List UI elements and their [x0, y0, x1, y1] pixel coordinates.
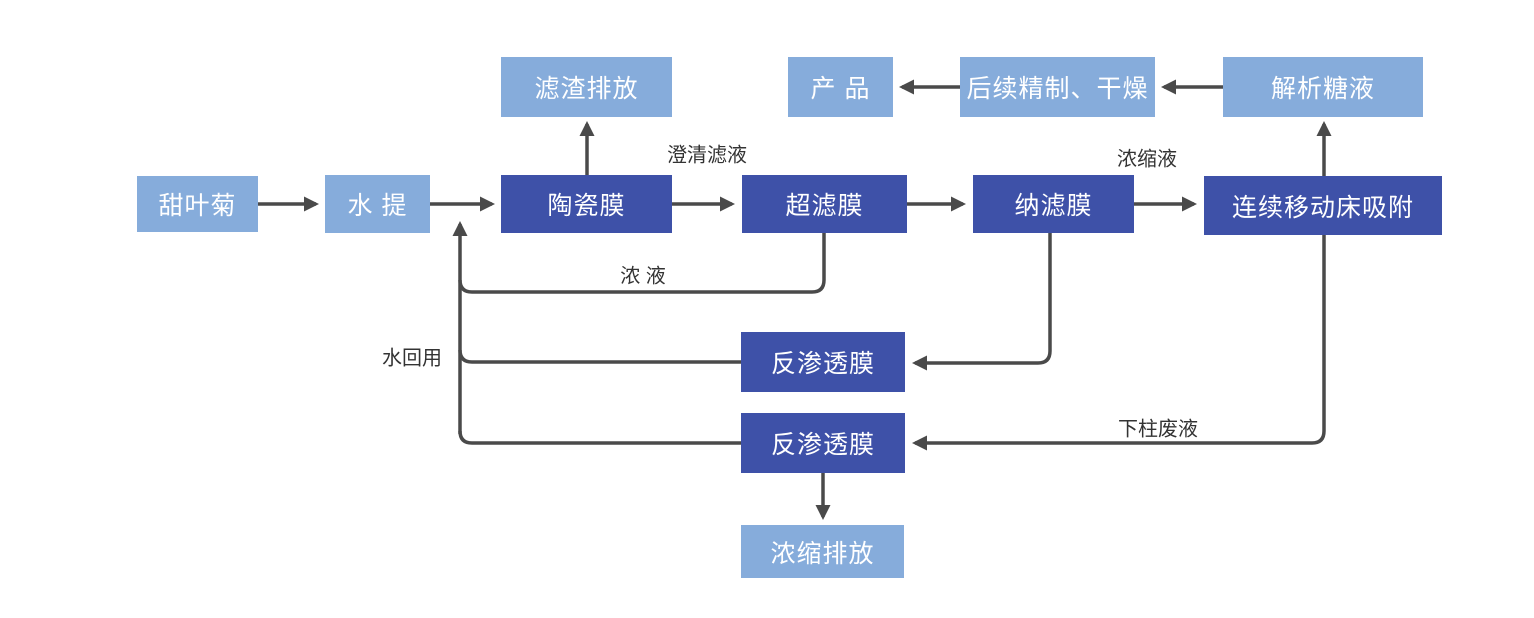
- edge-label-column-waste-liquid: 下柱废液: [1118, 418, 1198, 441]
- node-nanofiltration-membrane: 纳滤膜: [973, 175, 1134, 233]
- edge-label-clarified-filtrate: 澄清滤液: [667, 144, 747, 167]
- node-ceramic-membrane: 陶瓷膜: [501, 175, 672, 233]
- edge-ro2-water-reuse: [458, 430, 741, 445]
- node-ultrafiltration-membrane: 超滤膜: [742, 175, 907, 233]
- node-reverse-osmosis-2: 反渗透膜: [741, 413, 905, 473]
- edge-nanofiltration-to-ro1: [912, 233, 1052, 371]
- edge-label-water-reuse: 水回用: [382, 347, 442, 370]
- node-water-extraction: 水 提: [325, 175, 430, 233]
- node-stevia: 甜叶菊: [137, 176, 258, 232]
- node-moving-bed-adsorption: 连续移动床吸附: [1204, 176, 1442, 235]
- edge-ro1-water-reuse: [458, 349, 741, 364]
- edge-label-concentrated-liquid: 浓缩液: [1117, 148, 1177, 171]
- node-concentrate-discharge: 浓缩排放: [741, 525, 904, 578]
- node-reverse-osmosis-1: 反渗透膜: [741, 332, 905, 392]
- edge-moving-bed-to-ro2: [912, 235, 1326, 451]
- node-refining-drying: 后续精制、干燥: [960, 57, 1155, 117]
- node-product: 产 品: [788, 57, 893, 117]
- node-desorbed-sugar-liquid: 解析糖液: [1223, 57, 1423, 117]
- edge-label-concentrate: 浓 液: [620, 265, 666, 288]
- node-residue-discharge: 滤渣排放: [501, 57, 672, 117]
